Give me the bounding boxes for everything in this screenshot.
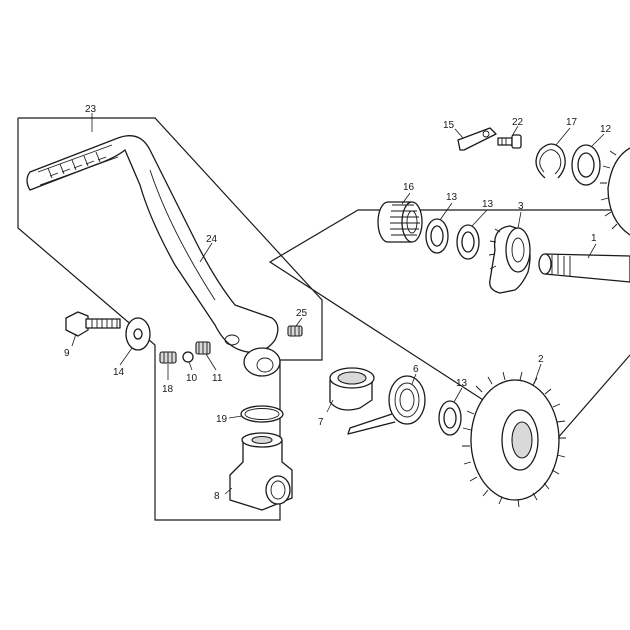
part-14-washer	[125, 317, 151, 351]
part-1-kickstart-shaft	[538, 253, 630, 283]
part-11-spring	[195, 341, 211, 355]
part-10-ball	[182, 351, 194, 363]
part-13-washer-a	[425, 218, 449, 254]
part-16-needle-bearing	[377, 201, 423, 243]
part-13-washer-c	[438, 400, 462, 436]
part-18-pin	[159, 351, 177, 364]
part-15-plate	[457, 127, 497, 151]
part-8-lever-boss	[229, 432, 293, 511]
label-25: 25	[296, 308, 308, 319]
part-6-kick-spring	[347, 375, 426, 435]
part-number-labels: 23 24 25 9 14 18 10 11 19 8 7 6 13 2 1 3…	[64, 104, 612, 502]
label-13-upper: 13	[446, 192, 458, 203]
label-23: 23	[85, 104, 97, 115]
part-17-circlip	[535, 143, 566, 179]
label-12: 12	[600, 124, 612, 135]
label-17: 17	[566, 117, 578, 128]
label-11: 11	[212, 373, 223, 384]
label-16: 16	[403, 182, 415, 193]
part-2-idler-gear	[462, 371, 566, 508]
label-14: 14	[113, 367, 125, 378]
label-19: 19	[216, 414, 228, 425]
label-3: 3	[518, 201, 524, 212]
label-7: 7	[318, 417, 324, 428]
pedal-grip-ribs	[47, 151, 107, 179]
label-18: 18	[162, 384, 174, 395]
label-13-middle: 13	[482, 199, 494, 210]
label-1: 1	[591, 233, 597, 244]
label-8: 8	[214, 491, 220, 502]
label-13-lower: 13	[456, 378, 468, 389]
label-6: 6	[413, 364, 419, 375]
partial-gear-top-right	[600, 147, 630, 236]
label-9: 9	[64, 348, 70, 359]
label-15: 15	[443, 120, 455, 131]
kick-pedal-lever	[26, 135, 281, 377]
part-12-washer	[571, 144, 601, 186]
label-10: 10	[186, 373, 198, 384]
part-22-screw	[497, 134, 522, 149]
part-7-bushing	[329, 367, 375, 411]
part-25-grub-screw	[287, 325, 303, 337]
label-24: 24	[206, 234, 218, 245]
part-19-o-ring	[240, 405, 284, 423]
part-13-washer-b	[456, 224, 480, 260]
label-2: 2	[538, 354, 544, 365]
part-3-ratchet	[488, 225, 531, 294]
part-9-bolt	[65, 311, 121, 337]
label-22: 22	[512, 117, 524, 128]
leader-lines	[71, 113, 605, 495]
